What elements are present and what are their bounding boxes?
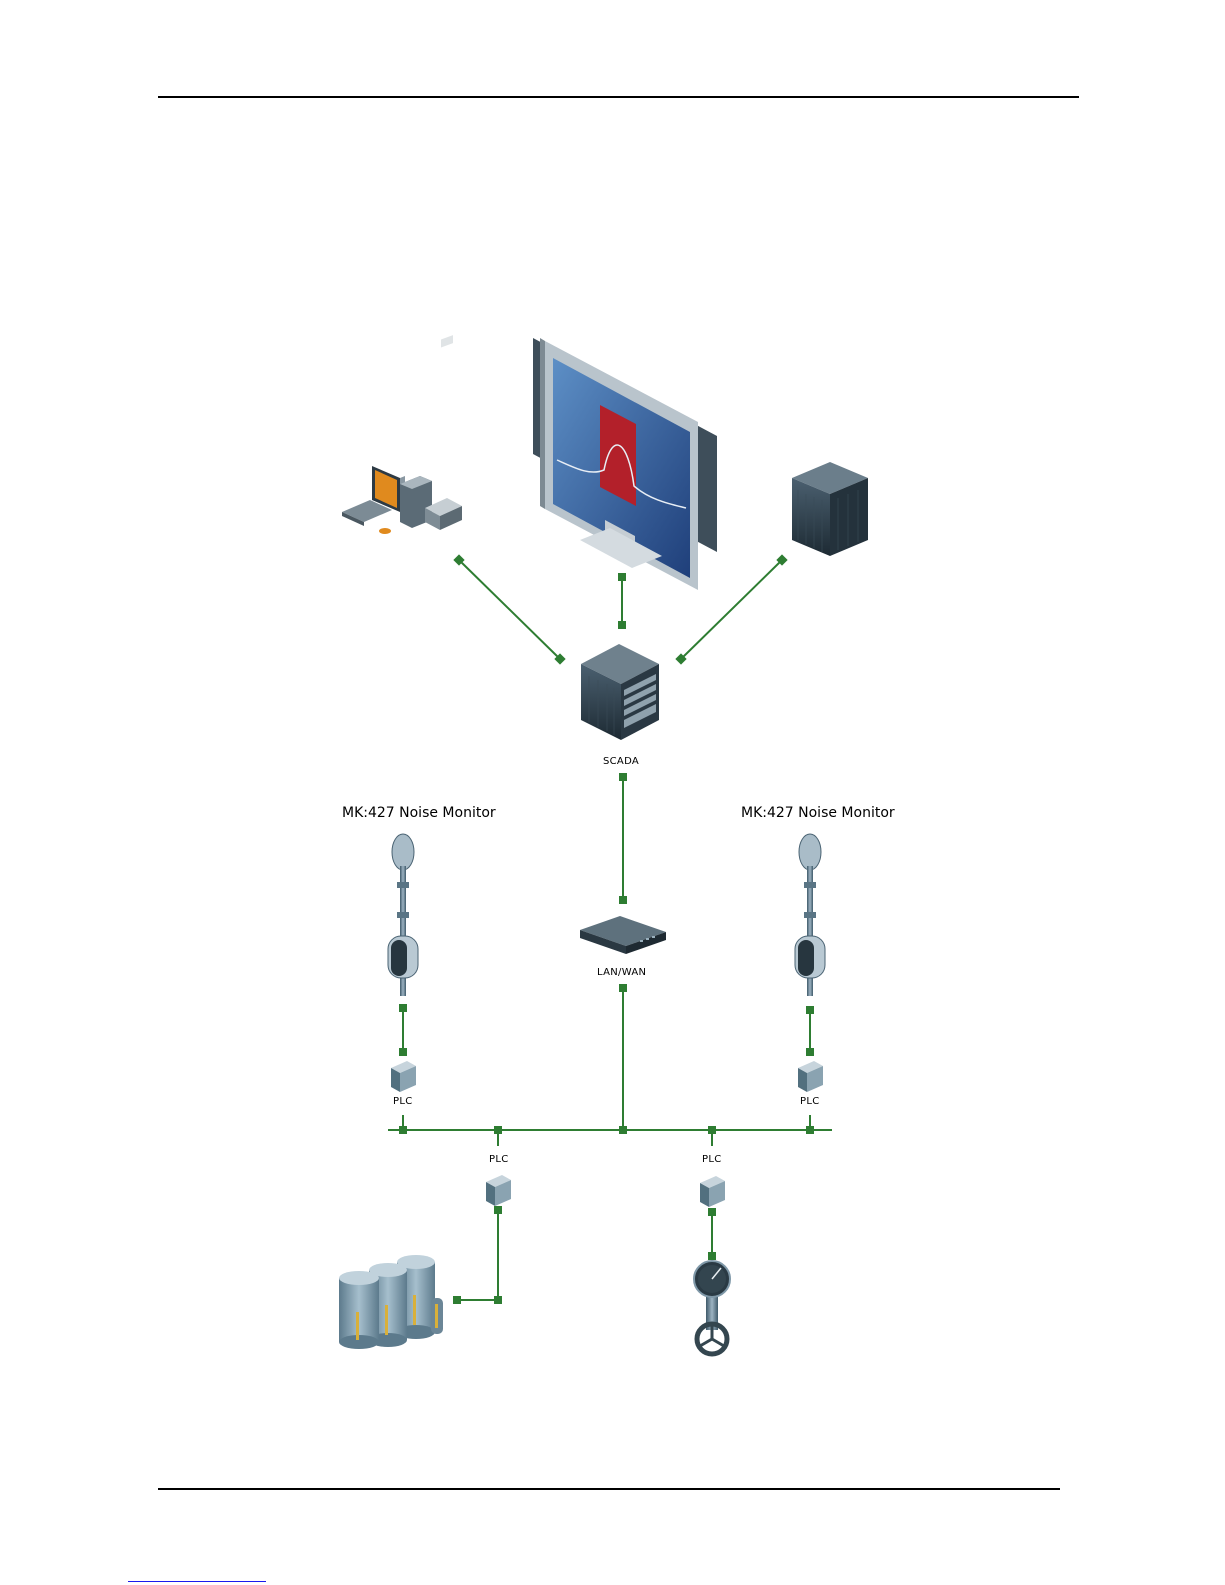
- noise-monitor-icon-left: [388, 834, 418, 996]
- server-icon: [792, 462, 868, 556]
- link-workstation-scada: [459, 560, 560, 659]
- lan-wan-label: LAN/WAN: [597, 967, 646, 978]
- scada-label: SCADA: [603, 756, 639, 767]
- noise-monitor-left-label: MK:427 Noise Monitor: [342, 805, 496, 821]
- noise-monitor-icon-right: [795, 834, 825, 996]
- plc-icon-monitor-left: [391, 1061, 416, 1092]
- plc-label-monitor-left: PLC: [393, 1096, 412, 1107]
- workstation-icon: [342, 335, 462, 534]
- plc-icon-tanks: [486, 1175, 511, 1206]
- noise-monitor-right-label: MK:427 Noise Monitor: [741, 805, 895, 821]
- valve-gauge-icon: [694, 1261, 730, 1354]
- scada-server-icon: [581, 644, 659, 740]
- plc-icon-monitor-right: [798, 1061, 823, 1092]
- display-icon: [533, 338, 717, 590]
- plc-icon-valve: [700, 1176, 725, 1207]
- plc-label-monitor-right: PLC: [800, 1096, 819, 1107]
- link-plc-tanks: [457, 1210, 498, 1300]
- router-icon: [580, 916, 666, 954]
- plc-label-valve: PLC: [702, 1154, 721, 1165]
- tanks-icon: [339, 1255, 443, 1349]
- plc-label-tanks: PLC: [489, 1154, 508, 1165]
